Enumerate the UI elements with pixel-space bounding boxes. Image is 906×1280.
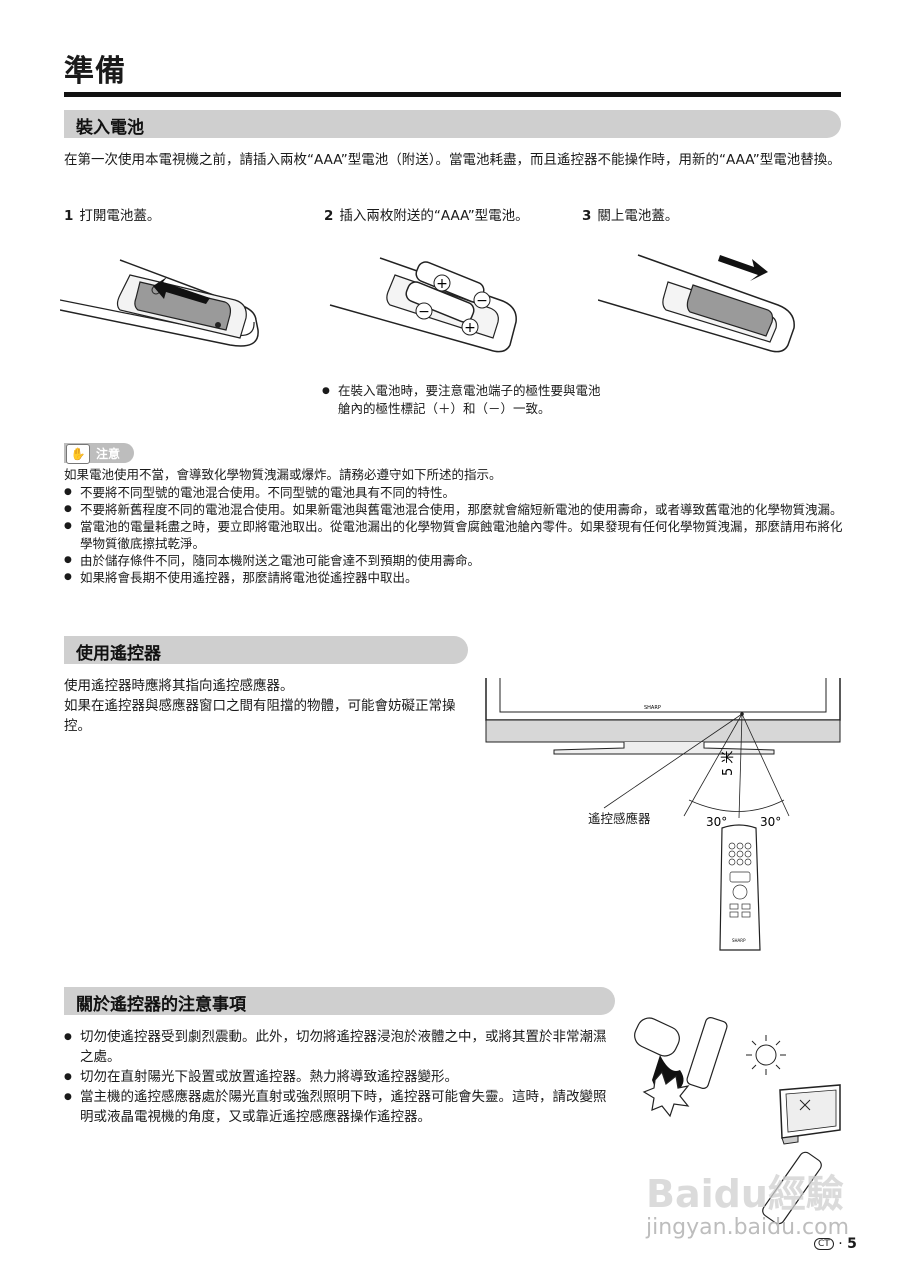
caution-item: 當電池的電量耗盡之時，要立即將電池取出。從電池漏出的化學物質會腐蝕電池艙內零件。… [64,518,844,552]
precaution-item: 切勿使遙控器受到劇烈震動。此外，切勿將遙控器浸泡於液體之中，或將其置於非常潮濕之… [64,1027,616,1067]
page-title: 準備 [64,54,126,89]
step-2: 2 插入兩枚附送的“AAA”型電池。 [324,204,529,224]
precautions-section-header: 關於遙控器的注意事項 [64,987,615,1015]
page-number-separator: · [838,1236,843,1252]
open-cover-illustration [60,259,259,347]
title-rule [64,92,841,97]
watermark-brand: Baidu經驗 [646,1172,844,1216]
precaution-item: 當主機的遙控感應器處於陽光直射或強烈照明下時，遙控器可能會失靈。這時，請改變照明… [64,1087,616,1127]
sensor-label: 遙控感應器 [588,811,651,826]
polarity-note: ● 在裝入電池時，要注意電池端子的極性要與電池艙內的極性標記（＋）和（－）一致。 [322,382,608,418]
step-2-text: 插入兩枚附送的“AAA”型電池。 [339,208,529,224]
distance-label: 5 米 [721,751,736,776]
angle-right-label: 30° [760,815,781,829]
caution-list: 不要將不同型號的電池混合使用。不同型號的電池具有不同的特性。 不要將新舊程度不同… [64,484,844,586]
battery-section-title: 裝入電池 [76,118,144,138]
step-3: 3 關上電池蓋。 [582,204,678,224]
caution-label: 注意 [96,447,121,461]
caution-item: 如果將會長期不使用遙控器，那麼請將電池從遙控器中取出。 [64,569,844,586]
caution-item: 由於儲存條件不同，隨同本機附送之電池可能會達不到預期的使用壽命。 [64,552,844,569]
step-1: 1 打開電池蓋。 [64,204,160,224]
page-footer: CT · 5 [814,1236,857,1252]
caution-intro: 如果電池使用不當，會導致化學物質洩漏或爆炸。請務必遵守如下所述的指示。 [64,467,502,482]
remote-brand: SHARP [732,938,746,943]
battery-intro: 在第一次使用本電視機之前，請插入兩枚“AAA”型電池（附送）。當電池耗盡，而且遙… [64,152,841,168]
page-number: 5 [847,1236,857,1252]
minus-mark-1: − [476,293,488,309]
remote-icon [719,824,761,951]
angle-left-label: 30° [706,815,727,829]
plus-mark-1: + [436,276,448,292]
plus-mark-2: + [464,320,476,336]
watermark-url: jingyan.baidu.com [646,1215,850,1240]
sunlight-warning-illustration [746,1035,841,1225]
tv-brand: SHARP [644,705,661,711]
remote-range-diagram: SHARP 30° 30° 5 米 SHARP [485,678,841,951]
remote-icon [686,1017,728,1089]
liquid-warning-illustration [634,1017,728,1118]
hand-icon: ✋ [66,444,90,464]
caution-item: 不要將新舊程度不同的電池混合使用。如果新電池與舊電池混合使用，那麼就會縮短新電池… [64,501,844,518]
step-1-number: 1 [64,208,74,224]
step-2-number: 2 [324,208,334,224]
caution-badge: ✋ 注意 [64,443,134,464]
precaution-item: 切勿在直射陽光下設置或放置遙控器。熱力將導致遙控器變形。 [64,1067,616,1087]
bullet-icon: ● [322,386,330,396]
sun-icon [755,1044,777,1066]
insert-batteries-illustration: + − − + [329,257,517,353]
precautions-section-title: 關於遙控器的注意事項 [76,995,246,1015]
step-1-text: 打開電池蓋。 [79,208,161,224]
remote-line-1: 使用遙控器時應將其指向遙控感應器。 [64,678,294,694]
step-3-number: 3 [582,208,592,224]
remote-line-2: 如果在遙控器與感應器窗口之間有阻擋的物體，可能會妨礙正常操控。 [64,698,456,734]
remote-section-title: 使用遙控器 [76,644,161,664]
remote-text: 使用遙控器時應將其指向遙控感應器。 如果在遙控器與感應器窗口之間有阻擋的物體，可… [64,676,470,736]
precautions-list: 切勿使遙控器受到劇烈震動。此外，切勿將遙控器浸泡於液體之中，或將其置於非常潮濕之… [64,1027,616,1127]
minus-mark-2: − [418,304,430,320]
remote-icon [762,1151,822,1225]
language-marker: CT [814,1238,834,1250]
polarity-note-text: 在裝入電池時，要注意電池端子的極性要與電池艙內的極性標記（＋）和（－）一致。 [338,383,601,416]
caution-item: 不要將不同型號的電池混合使用。不同型號的電池具有不同的特性。 [64,484,844,501]
battery-section-header: 裝入電池 [64,110,841,138]
close-cover-illustration [598,254,795,353]
remote-section-header: 使用遙控器 [64,636,468,664]
step-3-text: 關上電池蓋。 [597,208,679,224]
